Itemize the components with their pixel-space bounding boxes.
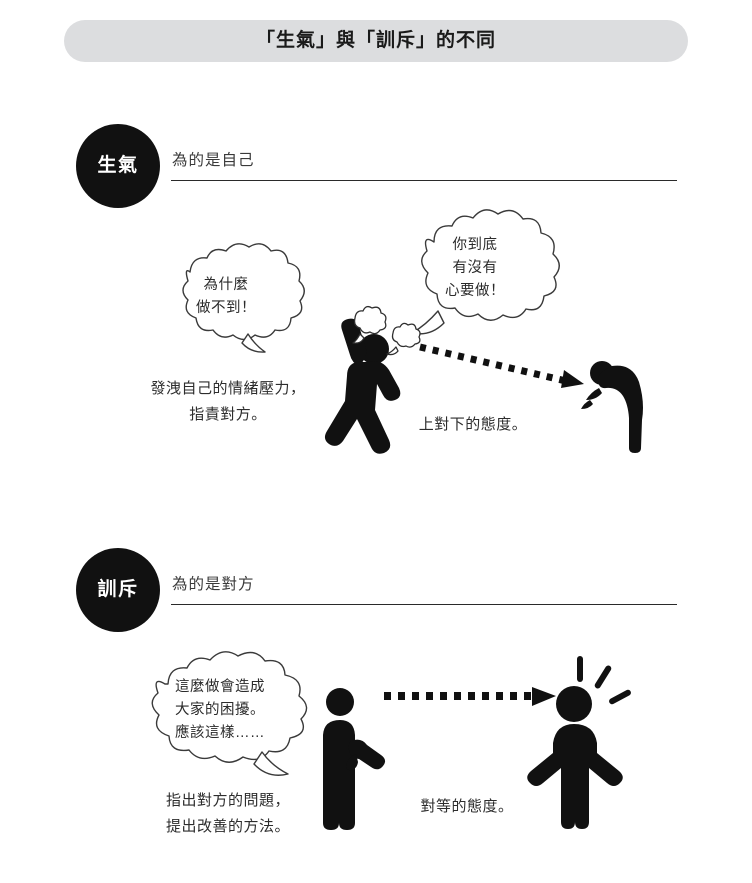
behaviour-caption-scolding: 指出對方的問題， 提出改善的方法。	[165, 792, 290, 835]
speech-bubble-advice: 這麼做會造成 大家的困擾。 應該這樣……	[134, 651, 308, 776]
section-divider-scolding	[171, 604, 677, 605]
section-subtitle-anger: 為的是自己	[172, 152, 255, 169]
speech-bubble-why-text: 為什麼 做不到！	[196, 277, 256, 316]
speech-bubble-serious-text: 你到底 有沒有 心要做！	[445, 236, 505, 299]
page-title-bar: 「生氣」與「訓斥」的不同	[64, 20, 688, 62]
speaking-person-icon	[318, 684, 398, 832]
angry-person-icon	[310, 300, 440, 454]
section-subtitle-scolding: 為的是對方	[172, 576, 255, 593]
understanding-person-icon	[524, 648, 640, 830]
horizontal-dotted-arrow	[382, 686, 558, 710]
section-badge-label: 生氣	[97, 155, 139, 176]
speech-bubble-advice-text: 這麼做會造成 大家的困擾。 應該這樣……	[175, 678, 265, 741]
section-badge-anger: 生氣	[76, 124, 160, 208]
attitude-caption-anger: 上對下的態度。	[418, 416, 528, 433]
speech-bubble-serious: 你到底 有沒有 心要做！	[404, 209, 560, 335]
page-title: 「生氣」與「訓斥」的不同	[255, 30, 496, 51]
section-divider-anger	[171, 180, 677, 181]
cowering-person-icon	[578, 356, 668, 453]
attitude-caption-scolding: 對等的態度。	[420, 798, 514, 815]
downward-dotted-arrow	[418, 343, 588, 392]
behaviour-caption-anger: 發洩自己的情緒壓力， 指責對方。	[150, 380, 306, 423]
speech-bubble-why: 為什麼 做不到！	[160, 243, 305, 353]
section-badge-scolding: 訓斥	[76, 548, 160, 632]
section-badge-label: 訓斥	[97, 579, 139, 600]
